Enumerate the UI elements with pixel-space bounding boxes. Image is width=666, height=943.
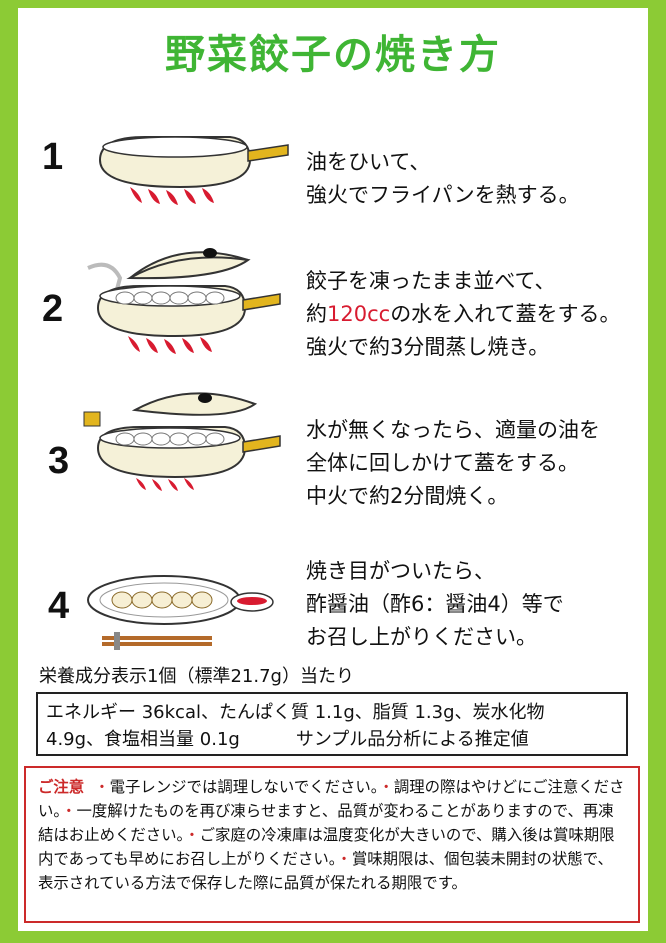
step-2-line-3: 強火で約3分間蒸し焼き。 <box>306 335 550 359</box>
step-number-1: 1 <box>42 136 64 178</box>
step-3-line-1: 水が無くなったら、適量の油を <box>306 418 600 442</box>
step-number-2: 2 <box>42 288 64 330</box>
step-2-line-1: 餃子を凍ったまま並べて、 <box>306 269 556 293</box>
caution-heading: ご注意 <box>38 778 85 796</box>
step-4-text: 焼き目がついたら、 酢醤油（酢6：醤油4）等で お召し上がりください。 <box>306 555 564 654</box>
bullet: ・ <box>336 850 352 868</box>
step-3-text: 水が無くなったら、適量の油を 全体に回しかけて蓋をする。 中火で約2分間焼く。 <box>306 414 600 513</box>
bullet: ・ <box>184 826 200 844</box>
caution-item-3: 一度解けたものを再び凍らせますと、品質が変わることがありますので、再凍結はお止め… <box>38 802 614 844</box>
dipping-sauce-icon <box>230 592 274 612</box>
bullet: ・ <box>378 778 394 796</box>
caution-item-5: 賞味期限は、個包装未開封の状態で、表示されている方法で保存した際に品質が保たれる… <box>38 850 613 892</box>
bullet: ・ <box>61 802 77 820</box>
bullet: ・ <box>94 778 110 796</box>
caution-item-4: ご家庭の冷凍庫は温度変化が大きいので、購入後は賞味期限内であっても早めにお召し上… <box>38 826 615 868</box>
nutrition-note: サンプル品分析による推定値 <box>295 729 529 750</box>
nutrition-values: 4.9g、食塩相当量 0.1g <box>46 729 240 750</box>
water-amount: 120cc <box>327 302 391 326</box>
pan-heating-illustration <box>98 136 289 205</box>
step-1-line-2: 強火でフライパンを熱する。 <box>306 183 580 207</box>
nutrition-line-1: エネルギー 36kcal、たんぱく質 1.1g、脂質 1.3g、炭水化物 <box>46 702 545 723</box>
nutrition-line-2: 4.9g、食塩相当量 0.1g サンプル品分析による推定値 <box>46 726 618 753</box>
step-4-line-2: 酢醤油（酢6：醤油4）等で <box>306 592 564 616</box>
steaming-gyoza-illustration <box>87 248 281 354</box>
step-3-line-2: 全体に回しかけて蓋をする。 <box>306 451 579 475</box>
step-2-text: 餃子を凍ったまま並べて、 約120ccの水を入れて蓋をする。 強火で約3分間蒸し… <box>306 265 621 364</box>
step-2-suffix: の水を入れて蓋をする。 <box>390 302 621 326</box>
step-3-line-3: 中火で約2分間焼く。 <box>306 484 509 508</box>
caution-item-2: 調理の際はやけどにご注意ください。 <box>38 778 625 820</box>
nutrition-caption: 栄養成分表示1個（標準21.7g）当たり <box>39 666 354 687</box>
caution-item-1: 電子レンジでは調理しないでください。 <box>109 778 379 796</box>
step-number-4: 4 <box>48 585 70 627</box>
nutrition-facts-box: エネルギー 36kcal、たんぱく質 1.1g、脂質 1.3g、炭水化物 4.9… <box>36 692 628 756</box>
step-1-line-1: 油をひいて、 <box>306 150 431 174</box>
step-number-3: 3 <box>48 440 70 482</box>
page-title: 野菜餃子の焼き方 <box>165 32 501 78</box>
step-4-line-3: お召し上がりください。 <box>306 625 537 649</box>
oiling-gyoza-illustration <box>83 392 281 491</box>
step-2-line-2: 約120ccの水を入れて蓋をする。 <box>306 298 621 331</box>
step-4-line-1: 焼き目がついたら、 <box>306 559 495 583</box>
caution-box: ご注意・電子レンジでは調理しないでください。・調理の際はやけどにご注意ください。… <box>24 766 640 923</box>
step-1-text: 油をひいて、 強火でフライパンを熱する。 <box>306 146 580 212</box>
step-2-prefix: 約 <box>306 302 327 326</box>
